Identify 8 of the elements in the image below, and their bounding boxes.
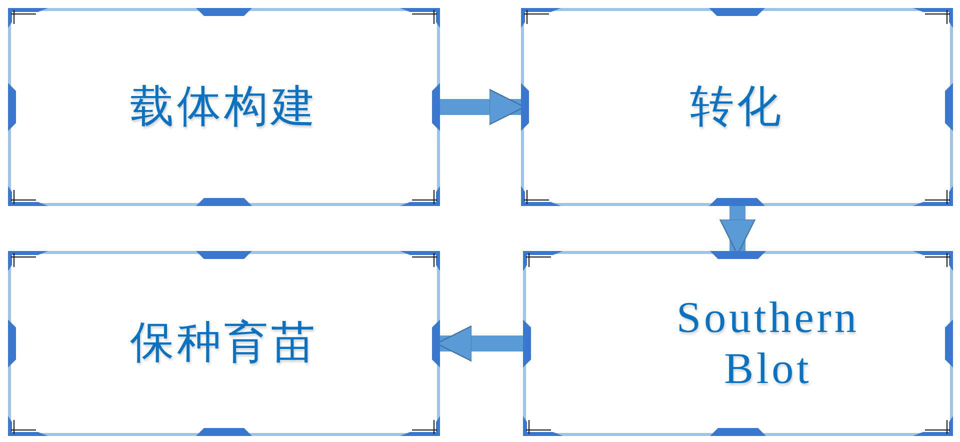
process-box (521, 8, 953, 206)
box-label: 转化 (690, 82, 784, 132)
box-label: 载体构建 (130, 82, 318, 132)
process-box (523, 251, 953, 436)
process-box (8, 251, 440, 436)
box-label: Southern Blot (676, 292, 860, 394)
process-box (8, 8, 440, 206)
box-label: 保种育苗 (130, 318, 318, 369)
